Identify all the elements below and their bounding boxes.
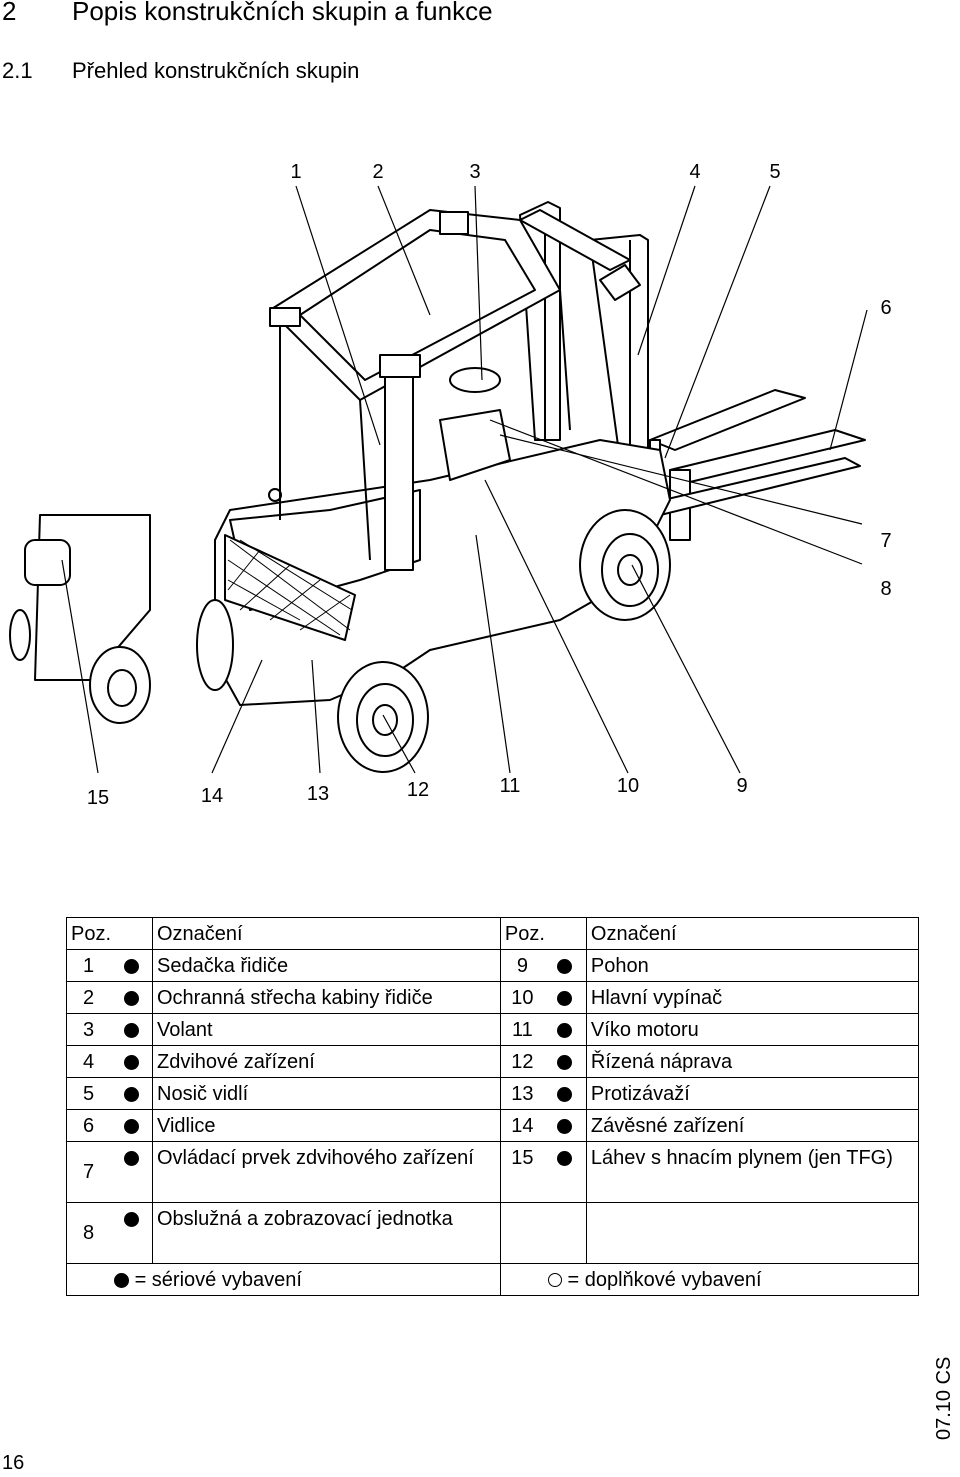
callout-9: 9: [736, 775, 747, 797]
table-row: 2 Ochranná střecha kabiny řidiče 10 Hlav…: [66, 981, 920, 1014]
component-label: Pohon: [585, 949, 920, 982]
pos-number: 14: [499, 1109, 544, 1142]
callout-7: 7: [880, 530, 891, 552]
component-table: Poz. Označení Poz. Označení 1 Sedačka ři…: [66, 917, 920, 1296]
component-label: Závěsné zařízení: [585, 1109, 920, 1142]
component-label: Nosič vidlí: [152, 1077, 501, 1110]
callout-10: 10: [617, 775, 639, 797]
component-label: Hlavní vypínač: [585, 981, 920, 1014]
legend-row: = sériové vybavení = doplňkové vybavení: [66, 1263, 919, 1296]
pos-number: [499, 1202, 544, 1264]
pos-number: 12: [499, 1045, 544, 1078]
pos-number: 13: [499, 1077, 544, 1110]
table-row: 6 Vidlice 14 Závěsné zařízení: [66, 1109, 920, 1142]
standard-dot: [543, 1013, 587, 1046]
component-label: Obslužná a zobrazovací jednotka: [152, 1202, 501, 1264]
filled-dot-icon: [114, 1272, 129, 1288]
callout-11: 11: [500, 775, 521, 797]
standard-dot: [110, 1109, 153, 1142]
standard-dot: [543, 1045, 587, 1078]
legend-optional: = doplňkové vybavení: [543, 1263, 919, 1296]
callout-15: 15: [87, 787, 109, 809]
pos-number: 5: [66, 1077, 110, 1110]
component-label: Sedačka řidiče: [152, 949, 501, 982]
standard-dot: [110, 949, 153, 982]
callout-12: 12: [407, 779, 429, 801]
standard-dot: [110, 1077, 153, 1110]
legend-standard-text: = sériové vybavení: [134, 1268, 302, 1291]
pos-number: 3: [66, 1013, 110, 1046]
pos-number: 6: [66, 1109, 110, 1142]
pos-number: 11: [499, 1013, 544, 1046]
callout-3: 3: [469, 161, 480, 183]
table-row: 7 Ovládací prvek zdvihového zařízení 15 …: [66, 1141, 920, 1203]
pos-number: 9: [499, 949, 544, 982]
pos-number: 10: [499, 981, 544, 1014]
component-label: Zdvihové zařízení: [152, 1045, 501, 1078]
table-row: 5 Nosič vidlí 13 Protizávaží: [66, 1077, 920, 1110]
component-label: Víko motoru: [585, 1013, 920, 1046]
empty-cell: [543, 1202, 587, 1264]
table-row: 3 Volant 11 Víko motoru: [66, 1013, 920, 1046]
callout-14: 14: [201, 785, 223, 807]
standard-dot: [543, 1077, 587, 1110]
component-label: Řízená náprava: [585, 1045, 920, 1078]
standard-dot: [543, 981, 587, 1014]
callout-8: 8: [880, 578, 891, 600]
standard-dot: [110, 981, 153, 1014]
callout-4: 4: [689, 161, 700, 183]
pos-number: 4: [66, 1045, 110, 1078]
standard-dot: [543, 1141, 587, 1203]
section-title: Popis konstrukčních skupin a funkce: [72, 0, 493, 26]
callout-5: 5: [769, 161, 780, 183]
subsection-title: Přehled konstrukčních skupin: [72, 58, 360, 83]
header-label-right: Označení: [585, 917, 920, 950]
document-code: 07.10 CS: [933, 1356, 955, 1440]
pos-number: 15: [499, 1141, 544, 1203]
standard-dot: [543, 949, 587, 982]
standard-dot: [110, 1202, 153, 1264]
table-row: 1 Sedačka řidiče 9 Pohon: [66, 949, 920, 982]
component-label: Ovládací prvek zdvihového zařízení: [152, 1141, 501, 1203]
header-pos-right: Poz.: [499, 917, 587, 950]
table-header-row: Poz. Označení Poz. Označení: [66, 917, 920, 950]
table-row: 8 Obslužná a zobrazovací jednotka: [66, 1202, 920, 1264]
pos-number: 2: [66, 981, 110, 1014]
standard-dot: [543, 1109, 587, 1142]
header-label-left: Označení: [152, 917, 501, 950]
component-label: Protizávaží: [585, 1077, 920, 1110]
callout-13: 13: [307, 783, 329, 805]
component-label: [585, 1202, 920, 1264]
callout-6: 6: [880, 297, 891, 319]
table-row: 4 Zdvihové zařízení 12 Řízená náprava: [66, 1045, 920, 1078]
component-label: Volant: [152, 1013, 501, 1046]
component-label: Vidlice: [152, 1109, 501, 1142]
legend-optional-text: = doplňkové vybavení: [567, 1268, 762, 1291]
component-label: Ochranná střecha kabiny řidiče: [152, 981, 501, 1014]
section-number: 2: [2, 0, 17, 26]
component-label: Láhev s hnacím plynem (jen TFG): [585, 1141, 920, 1203]
page-number: 16: [2, 1452, 25, 1474]
header-pos-left: Poz.: [66, 917, 153, 950]
standard-dot: [110, 1045, 153, 1078]
callout-1: 1: [290, 161, 301, 183]
subsection-number: 2.1: [2, 58, 33, 83]
legend-standard: = sériové vybavení: [110, 1263, 501, 1296]
callout-2: 2: [372, 161, 383, 183]
standard-dot: [110, 1013, 153, 1046]
forklift-illustration: 1 2 3 4 5 6 7 8 9 10 11 12 13 14 15: [9, 161, 892, 809]
pos-number: 7: [66, 1141, 110, 1203]
pos-number: 1: [66, 949, 110, 982]
standard-dot: [110, 1141, 153, 1203]
empty-circle-icon: [547, 1273, 562, 1288]
pos-number: 8: [66, 1202, 110, 1264]
